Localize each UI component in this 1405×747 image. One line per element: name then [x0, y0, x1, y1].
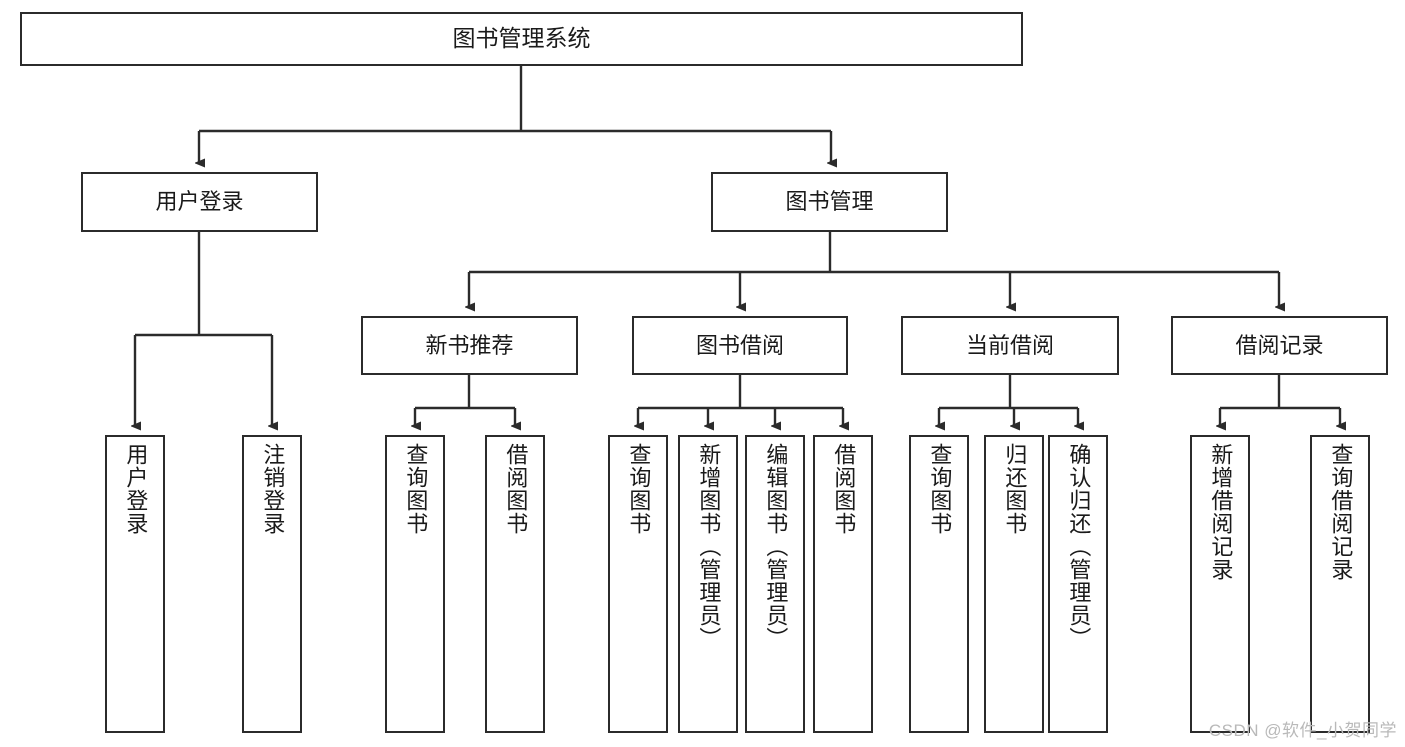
leaf-add-borrow-record[interactable]: 新增借阅记录 [1190, 435, 1250, 733]
leaf-confirm-return-admin[interactable]: 确认归还（管理员） [1048, 435, 1108, 733]
leaf-add-borrow-record-label: 新增借阅记录 [1208, 443, 1234, 581]
leaf-query-book-recommend[interactable]: 查询图书 [385, 435, 445, 733]
leaf-user-login-label: 用户登录 [123, 443, 149, 535]
leaf-confirm-return-admin-label: 确认归还（管理员） [1066, 443, 1092, 650]
node-current-borrow-label: 当前借阅 [965, 332, 1054, 358]
leaf-query-borrow-record-label: 查询借阅记录 [1328, 443, 1354, 581]
leaf-query-book-current[interactable]: 查询图书 [909, 435, 969, 733]
leaf-query-book-borrow-label: 查询图书 [626, 443, 652, 535]
leaf-query-book-current-label: 查询图书 [927, 443, 953, 535]
leaf-borrow-book-recommend[interactable]: 借阅图书 [485, 435, 545, 733]
leaf-add-book-admin[interactable]: 新增图书（管理员） [678, 435, 738, 733]
node-book-borrow[interactable]: 图书借阅 [632, 316, 848, 375]
node-new-book-recommend[interactable]: 新书推荐 [361, 316, 578, 375]
leaf-edit-book-admin[interactable]: 编辑图书（管理员） [745, 435, 805, 733]
leaf-borrow-book[interactable]: 借阅图书 [813, 435, 873, 733]
node-borrow-record-label: 借阅记录 [1235, 332, 1324, 358]
node-current-borrow[interactable]: 当前借阅 [901, 316, 1119, 375]
node-book-management[interactable]: 图书管理 [711, 172, 948, 232]
watermark: CSDN @软件_小贺同学 [1208, 721, 1397, 740]
leaf-add-book-admin-label: 新增图书（管理员） [696, 443, 722, 650]
leaf-borrow-book-recommend-label: 借阅图书 [503, 443, 529, 535]
node-root-label: 图书管理系统 [452, 25, 591, 52]
node-new-book-recommend-label: 新书推荐 [425, 332, 514, 358]
leaf-query-book-borrow[interactable]: 查询图书 [608, 435, 668, 733]
leaf-user-login[interactable]: 用户登录 [105, 435, 165, 733]
leaf-logout[interactable]: 注销登录 [242, 435, 302, 733]
node-book-management-label: 图书管理 [785, 189, 874, 215]
leaf-return-book[interactable]: 归还图书 [984, 435, 1044, 733]
node-user-login[interactable]: 用户登录 [81, 172, 318, 232]
node-root[interactable]: 图书管理系统 [20, 12, 1023, 66]
leaf-logout-label: 注销登录 [260, 443, 286, 535]
leaf-query-borrow-record[interactable]: 查询借阅记录 [1310, 435, 1370, 733]
leaf-edit-book-admin-label: 编辑图书（管理员） [763, 443, 789, 650]
node-borrow-record[interactable]: 借阅记录 [1171, 316, 1388, 375]
node-book-borrow-label: 图书借阅 [695, 332, 784, 358]
node-user-login-label: 用户登录 [155, 189, 244, 215]
leaf-return-book-label: 归还图书 [1002, 443, 1028, 535]
leaf-query-book-recommend-label: 查询图书 [403, 443, 429, 535]
leaf-borrow-book-label: 借阅图书 [831, 443, 857, 535]
